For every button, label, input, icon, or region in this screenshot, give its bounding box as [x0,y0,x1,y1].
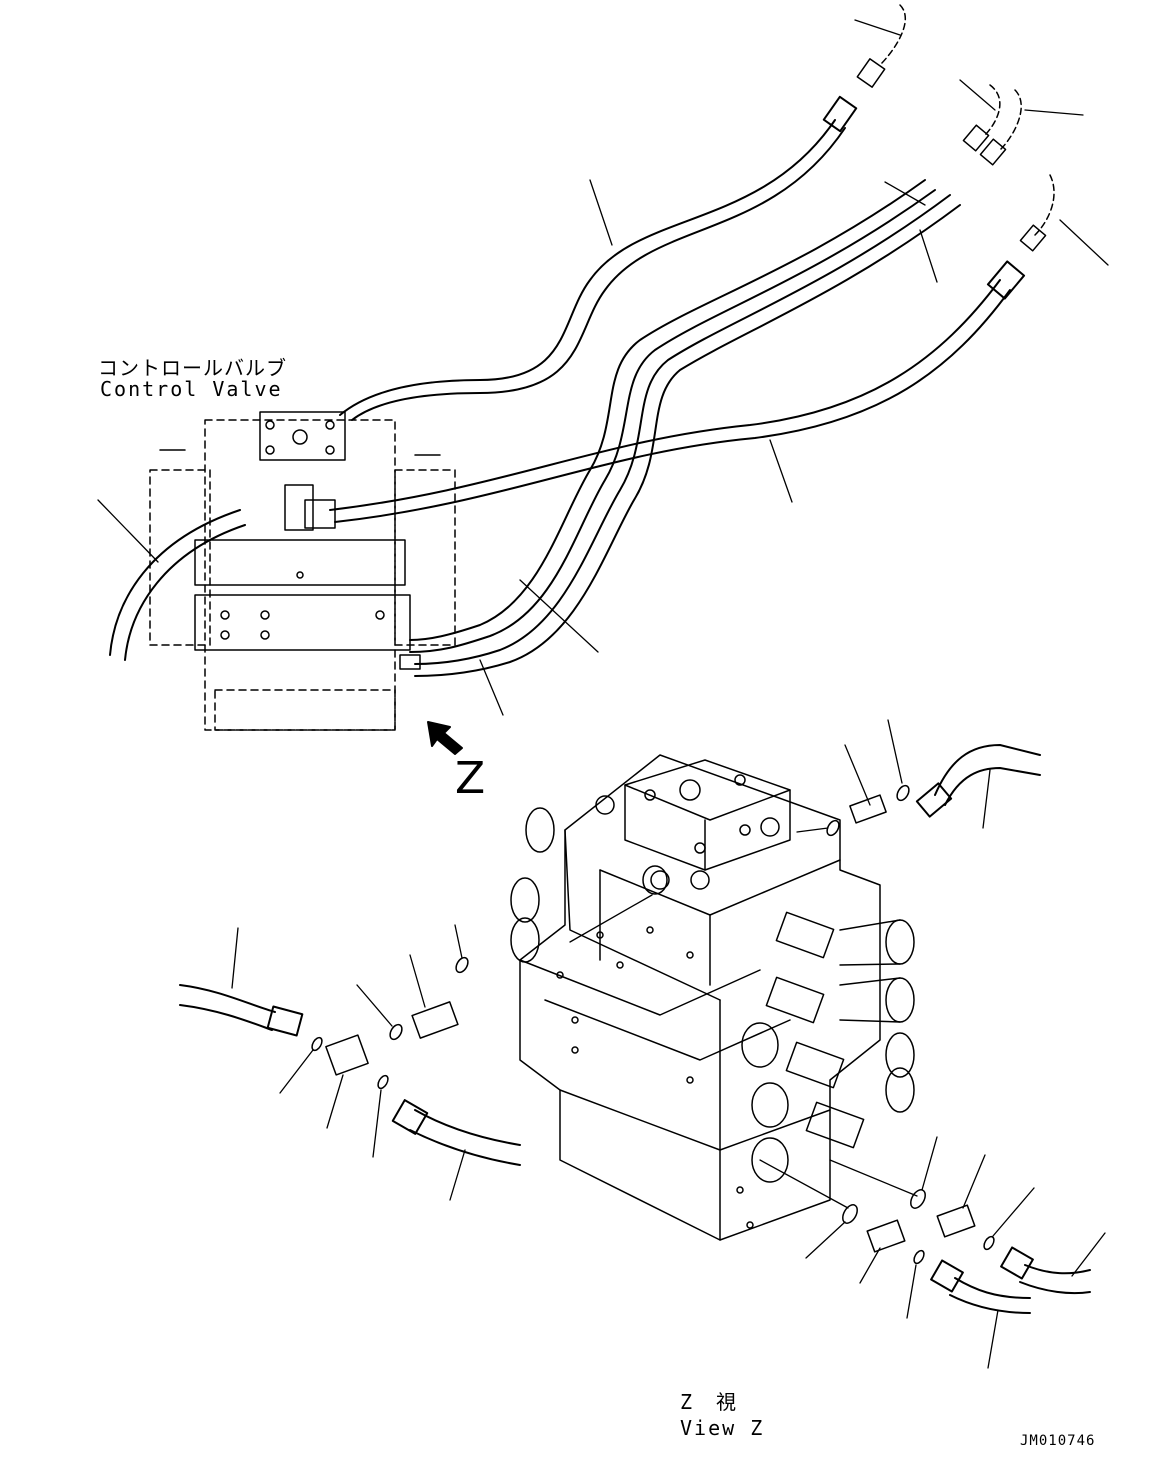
view-title-jp: Z 視 [680,1390,739,1414]
control-valve-label-en: Control Valve [100,377,283,401]
upper-fittings [305,59,1046,528]
hose-e [110,510,245,660]
control-valve-upper-solid [160,412,440,669]
lower-leader-lines [232,720,1105,1368]
control-valve-label-jp: コントロールバルブ [98,356,287,380]
lower-hoses [180,745,1090,1313]
view-z-arrow [427,721,463,755]
control-valve-upper [150,420,455,730]
drawing-code: JM010746 [1020,1433,1096,1449]
hose-d [330,261,1024,522]
view-title-en: View Z [680,1416,765,1440]
o-rings [310,784,996,1265]
control-valve-lower [511,755,914,1240]
view-marker-z: Z [455,753,486,804]
hose-a [340,97,856,420]
hose-c [415,195,960,676]
dashed-hose-ends [880,5,1054,235]
upper-leader-lines [98,20,1108,715]
adapters [326,795,975,1252]
hose-b [410,180,935,652]
